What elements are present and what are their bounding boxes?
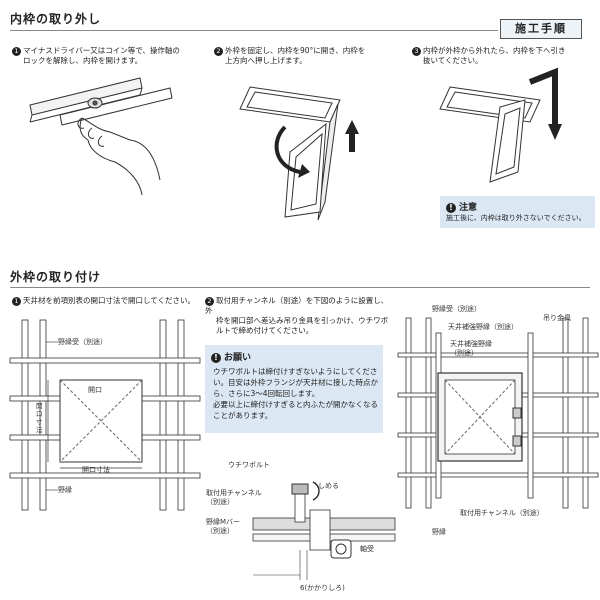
label-nobuchi: 野縁 <box>58 486 72 494</box>
request-title: お願い <box>224 353 252 363</box>
step-text-line: 外枠を固定し、内枠を90°に開き、内枠を <box>225 46 366 55</box>
label-line: 取付用チャンネル <box>206 489 262 497</box>
step-number: 2 <box>214 47 223 56</box>
label-m-bar: 野縁Mバー （別途） <box>206 518 240 536</box>
label-kaikou: 開口 <box>88 386 102 394</box>
label-uchiwa-bolt: ウチワボルト <box>228 461 270 469</box>
step-text-line: 内枠が外枠から外れたら、内枠を下へ引き <box>423 46 566 55</box>
request-text: ウチワボルトは締付けすぎないようにしてくださ い。目安は外枠フランジが天井材に接… <box>205 366 383 421</box>
label-tsuri-kanagu: 吊り金具 <box>543 314 571 322</box>
label-nobuchi: 野縁 <box>432 528 446 536</box>
label-shimeru: しめる <box>318 482 339 490</box>
illustration-pull-down <box>439 67 562 183</box>
label-nobuchi-uke: 野縁受（別途） <box>58 338 107 346</box>
procedure-badge: 施工手順 <box>500 19 582 39</box>
step-number: 1 <box>12 47 21 56</box>
request-line: ウチワボルトは締付けすぎないようにしてくださ <box>213 367 378 376</box>
label-kaikou-sunpo-horizontal: 開口寸法 <box>82 466 110 474</box>
step-text-line: マイナスドライバー又はコイン等で、操作軸の <box>23 46 180 55</box>
section2-divider <box>10 287 590 288</box>
label-kaikou-sunpo-vertical: 開口寸法 <box>36 402 43 434</box>
label-channel: 取付用チャンネル（別途） <box>460 509 544 517</box>
caution-title-row: !注意 <box>440 196 595 213</box>
request-line: ことがあります。 <box>213 411 273 420</box>
label-nobuchi-uke: 野縁受（別途） <box>432 305 481 313</box>
section1-title: 内枠の取り外し <box>10 12 102 26</box>
label-tenjo-hokyo-1: 天井補強野縁（別途） <box>448 323 518 331</box>
label-kakari: 6(かかりしろ) <box>300 584 345 592</box>
step-number: 1 <box>12 297 21 306</box>
label-line: 天井補強野縁 <box>450 340 492 348</box>
step-number: 3 <box>412 47 421 56</box>
exclamation-icon: ! <box>211 353 221 363</box>
caution-box: !注意 施工後に、内枠は取り外さないでください。 <box>440 196 595 228</box>
request-title-row: !お願い <box>205 345 383 366</box>
step-text-line: 取付用チャンネル（別途）を下図のように設置し、外 <box>205 296 389 315</box>
illustration-push-up <box>239 86 359 221</box>
label-line: （別途） <box>206 498 234 506</box>
step-text-line: 上方向へ押し上げます。 <box>225 56 307 65</box>
diagram-ceiling-opening <box>9 319 201 511</box>
illustration-unlock-lock <box>29 77 173 196</box>
label-tenjo-hokyo-2: 天井補強野縁 （別途） <box>450 340 492 358</box>
diagram-bolt-section <box>252 481 396 580</box>
step-text-line: 天井材を前項別表の開口寸法で開口してください。 <box>23 296 196 305</box>
section2-title: 外枠の取り付け <box>10 270 102 284</box>
request-line: い。目安は外枠フランジが天井材に接した時点か <box>213 378 378 387</box>
request-box: !お願い ウチワボルトは締付けすぎないようにしてくださ い。目安は外枠フランジが… <box>205 345 383 433</box>
request-line: 必要以上に締付けすぎると内ふたが開かなくなる <box>213 400 378 409</box>
caution-text: 施工後に、内枠は取り外さないでください。 <box>446 214 586 222</box>
label-jikuuke: 軸受 <box>360 545 374 553</box>
request-line: ら、さらに3～4回転回します。 <box>213 389 320 398</box>
label-channel: 取付用チャンネル （別途） <box>206 489 262 507</box>
step-text-line: 枠を開口部へ差込み吊り金具を引っかけ、ウチワボ <box>216 316 389 325</box>
label-line: （別途） <box>206 527 234 535</box>
label-line: （別途） <box>450 349 478 357</box>
step-text-line: ロックを解除し、内枠を開けます。 <box>23 56 143 65</box>
section1-divider <box>10 30 498 31</box>
step-text-line: ルトで締め付けてください。 <box>216 326 314 335</box>
label-line: 野縁Mバー <box>206 518 241 526</box>
diagram-installed-frame <box>397 317 599 509</box>
exclamation-icon: ! <box>446 203 456 213</box>
step-number: 2 <box>205 297 214 306</box>
step-text-line: 抜いてください。 <box>423 56 483 65</box>
caution-title: 注意 <box>459 203 478 213</box>
